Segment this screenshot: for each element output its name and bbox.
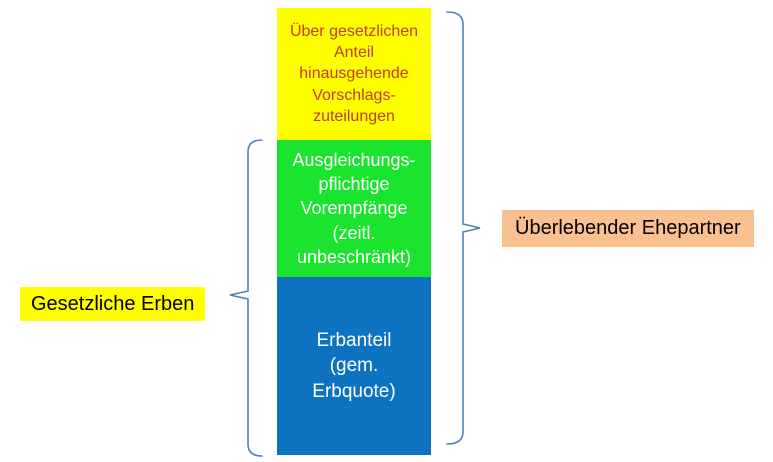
label-ueberlebender-ehepartner: Überlebender Ehepartner (502, 210, 754, 247)
bar-segment-vorempfaenge: Ausgleichungs- pflichtige Vorempfänge (z… (277, 140, 431, 277)
bar-segment-vorschlagszuteilungen: Über gesetzlichen Anteil hinausgehende V… (277, 8, 431, 140)
stacked-bar: Über gesetzlichen Anteil hinausgehende V… (277, 8, 431, 455)
left-curly-brace-icon (226, 137, 266, 459)
label-gesetzliche-erben: Gesetzliche Erben (20, 287, 206, 321)
right-curly-brace-icon (443, 9, 483, 447)
bar-segment-erbanteil: Erbanteil (gem. Erbquote) (277, 277, 431, 455)
